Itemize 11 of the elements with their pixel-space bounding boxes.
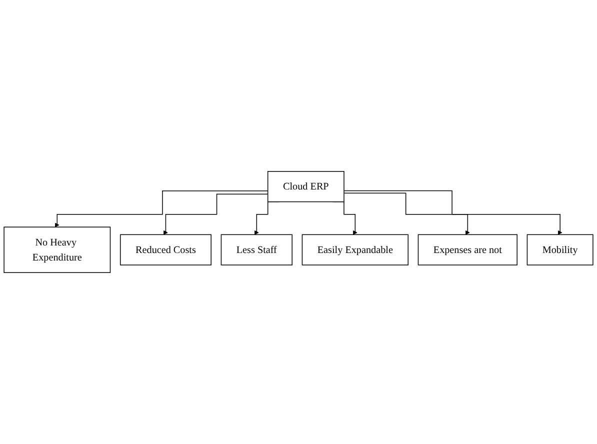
arrow (54, 190, 268, 228)
node-box: Easily Expandable (302, 234, 408, 266)
arrow (344, 190, 562, 235)
node-box: Cloud ERP (267, 171, 344, 202)
node-box: No Heavy Expenditure (4, 226, 111, 273)
arrow (344, 192, 470, 235)
node-box: Expenses are not (418, 234, 518, 266)
node-box: Less Staff (220, 234, 292, 266)
node-box: Reduced Costs (120, 234, 212, 266)
node-box: Mobility (526, 234, 594, 266)
arrow (164, 194, 268, 235)
